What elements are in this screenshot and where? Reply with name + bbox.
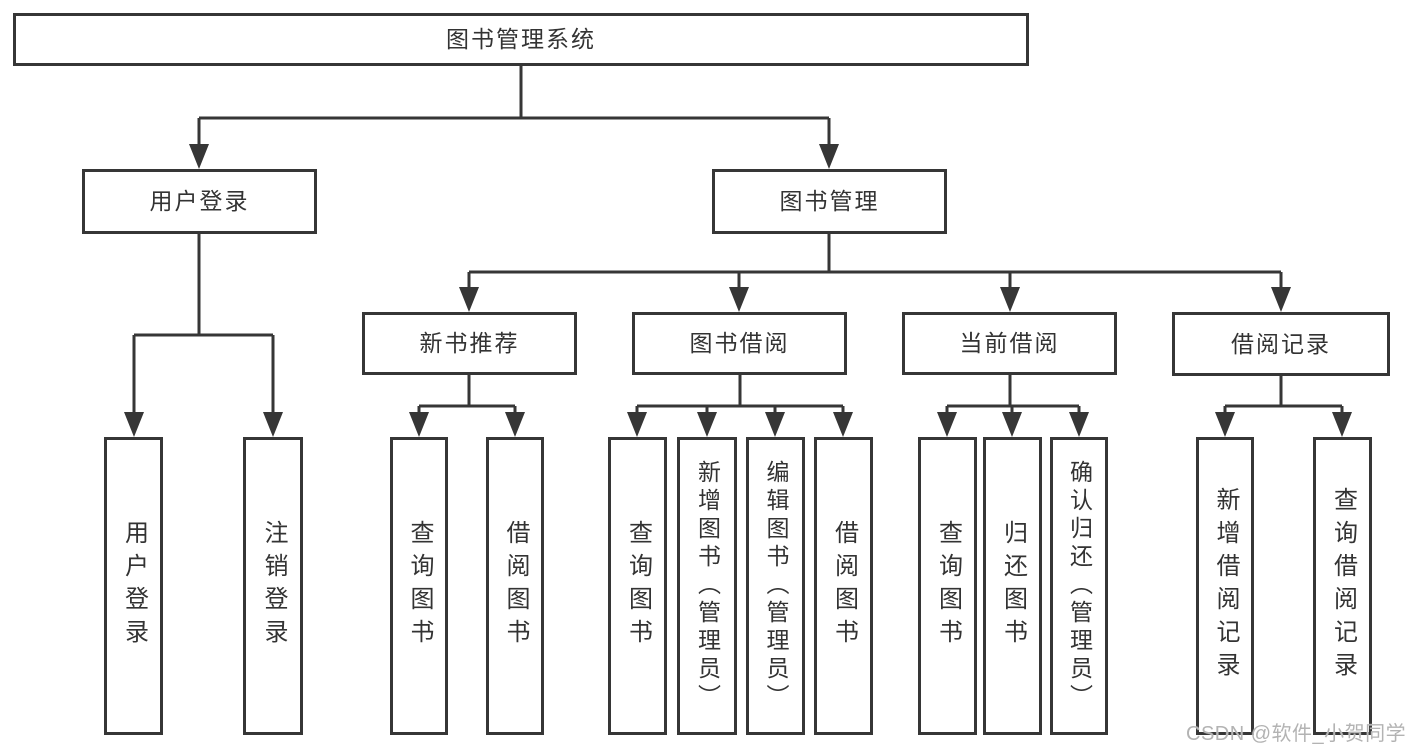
arrowheads [124,144,1352,437]
arrowhead [1002,412,1022,437]
arrowhead [459,287,479,312]
leaf-query-books-3: 查询图书 [918,437,977,735]
arrowhead [937,412,957,437]
arrowhead [1215,412,1235,437]
leaf-return-books: 归还图书 [983,437,1042,735]
arrowhead [765,412,785,437]
leaf-logout: 注销登录 [243,437,303,735]
arrowhead [1000,287,1020,312]
arrowhead [124,412,144,437]
arrowhead [189,144,209,169]
leaf-query-books-2: 查询图书 [608,437,667,735]
leaf-edit-book-admin: 编辑图书（管理员） [746,437,805,735]
arrowhead [819,144,839,169]
leaf-add-book-admin: 新增图书（管理员） [677,437,737,735]
leaf-query-borrow-record: 查询借阅记录 [1313,437,1372,735]
arrowhead [627,412,647,437]
leaf-query-books-1: 查询图书 [390,437,448,735]
arrowhead [697,412,717,437]
node-borrowing-records: 借阅记录 [1172,312,1390,376]
arrowhead [1069,412,1089,437]
arrowhead [833,412,853,437]
arrowhead [729,287,749,312]
node-new-book-recommend: 新书推荐 [362,312,577,375]
node-user-login: 用户登录 [82,169,317,234]
arrowhead [263,412,283,437]
watermark: CSDN @软件_小贺同学 [1186,723,1405,745]
connector-path [132,66,1344,414]
arrowhead [1332,412,1352,437]
leaf-add-borrow-record: 新增借阅记录 [1196,437,1254,735]
arrowhead [505,412,525,437]
node-current-borrowing: 当前借阅 [902,312,1117,375]
leaf-confirm-return-admin: 确认归还（管理员） [1050,437,1108,735]
leaf-borrow-books-1: 借阅图书 [486,437,544,735]
node-book-management: 图书管理 [712,169,947,234]
node-book-borrowing: 图书借阅 [632,312,847,375]
arrowhead [409,412,429,437]
leaf-borrow-books-2: 借阅图书 [814,437,873,735]
leaf-user-login: 用户登录 [104,437,163,735]
node-library-management-system: 图书管理系统 [13,13,1029,66]
arrowhead [1271,287,1291,312]
